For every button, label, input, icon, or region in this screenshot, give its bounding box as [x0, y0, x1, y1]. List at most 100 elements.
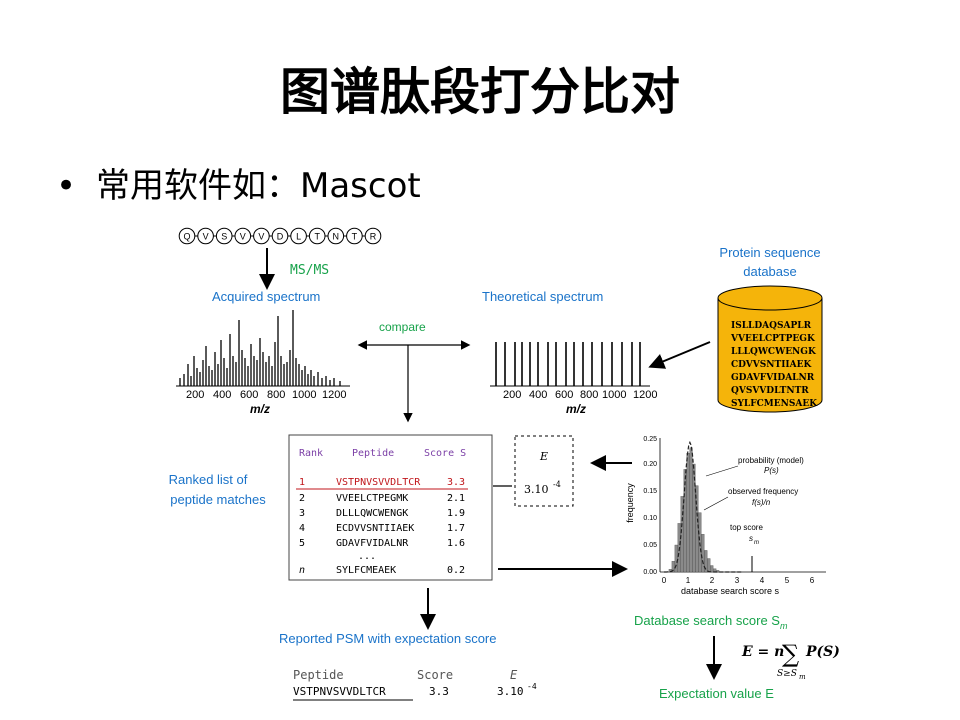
svg-text:P(s): P(s)	[764, 466, 779, 475]
svg-text:N: N	[333, 232, 340, 242]
svg-text:0.05: 0.05	[643, 542, 657, 549]
reported-psm-table: Peptide Score E VSTPNVSVVDLTCR 3.3 3.10 …	[293, 668, 537, 701]
svg-text:LLLQWCWENGK: LLLQWCWENGK	[731, 347, 817, 357]
residue-circle: V	[253, 227, 270, 245]
db-search-score-label: Database search score Sm	[634, 613, 788, 631]
table-row: 5 GDAVFVIDALNR 1.6	[299, 538, 465, 549]
reported-psm-label: Reported PSM with expectation score	[279, 631, 497, 646]
svg-text:200: 200	[186, 389, 204, 401]
ranked-label-line1: Ranked list of	[169, 472, 248, 487]
svg-text:R: R	[370, 232, 377, 242]
table-header-score: Score S	[424, 448, 466, 459]
residue-circle: Q	[178, 227, 196, 245]
svg-text:D: D	[277, 232, 284, 242]
residue-circle: L	[290, 227, 307, 245]
svg-text:1: 1	[686, 576, 691, 585]
svg-text:1.9: 1.9	[447, 508, 465, 519]
svg-text:ISLLDAQSAPLR: ISLLDAQSAPLR	[731, 321, 812, 331]
svg-text:3.3: 3.3	[447, 477, 465, 488]
bullet-item: • 常用软件如：Mascot	[56, 158, 421, 207]
protein-database-cylinder	[717, 285, 823, 413]
svg-text:1.6: 1.6	[447, 538, 465, 549]
svg-text:E = n: E = n	[741, 644, 784, 660]
svg-text:V: V	[203, 232, 209, 242]
table-row: 3 DLLLQWCWENGK 1.9	[299, 508, 465, 519]
db-label-line1: Protein sequence	[719, 245, 820, 260]
svg-text:E: E	[510, 668, 518, 682]
svg-text:GDAVFVIDALNR: GDAVFVIDALNR	[336, 538, 409, 549]
acquired-mz-ticks: 200 400 600 800 1000 1200	[186, 389, 346, 401]
svg-text:V: V	[258, 232, 264, 242]
svg-text:0.00: 0.00	[643, 569, 657, 576]
svg-text:CDVVSNTIIAEK: CDVVSNTIIAEK	[731, 360, 812, 370]
svg-text:200: 200	[503, 389, 521, 401]
svg-text:L: L	[296, 232, 301, 242]
svg-text:ECDVVSNTIIAEK: ECDVVSNTIIAEK	[336, 523, 414, 534]
table-header-peptide: Peptide	[352, 448, 394, 459]
bullet-dot: •	[56, 166, 77, 206]
svg-text:3.10: 3.10	[497, 685, 524, 698]
residue-circle: N	[327, 227, 345, 245]
svg-text:2.1: 2.1	[447, 493, 465, 504]
residue-circle: T	[308, 227, 326, 245]
svg-text:Q: Q	[183, 232, 190, 242]
svg-text:400: 400	[529, 389, 547, 401]
acquired-spectrum	[176, 310, 350, 387]
svg-text:800: 800	[267, 389, 285, 401]
svg-text:observed frequency: observed frequency	[728, 487, 798, 496]
svg-text:Peptide: Peptide	[293, 668, 344, 682]
svg-text:5: 5	[785, 576, 790, 585]
svg-text:0.10: 0.10	[643, 515, 657, 522]
svg-text:2: 2	[299, 493, 305, 504]
svg-text:Score: Score	[417, 668, 453, 682]
ranked-label-line2: peptide matches	[170, 492, 266, 507]
db-label-line2: database	[743, 264, 797, 279]
expectation-value-label: Expectation value E	[659, 686, 774, 701]
svg-text:2: 2	[710, 576, 715, 585]
table-row: 4 ECDVVSNTIIAEK 1.7	[299, 523, 465, 534]
svg-text:0.15: 0.15	[643, 488, 657, 495]
svg-text:P(S): P(S)	[805, 644, 840, 660]
svg-text:V: V	[240, 232, 246, 242]
table-header-rank: Rank	[299, 448, 323, 459]
compare-label: compare	[379, 320, 426, 334]
svg-text:800: 800	[580, 389, 598, 401]
svg-text:4: 4	[760, 576, 765, 585]
expectation-box: E 3.10 -4	[514, 435, 574, 507]
ranked-table: Rank Peptide Score S 1 VSTPNVSVVDLTCR 3.…	[288, 434, 493, 581]
svg-text:S: S	[221, 232, 227, 242]
svg-text:0: 0	[662, 576, 667, 585]
svg-text:DLLLQWCWENGK: DLLLQWCWENGK	[336, 508, 408, 519]
svg-text:GDAVFVIDALNR: GDAVFVIDALNR	[731, 373, 815, 383]
table-row: 1 VSTPNVSVVDLTCR 3.3	[299, 477, 465, 488]
svg-text:VVEELCTPEGMK: VVEELCTPEGMK	[336, 493, 408, 504]
svg-text:SYLFCMENSAEK: SYLFCMENSAEK	[731, 399, 818, 409]
db-sequence-list: ISLLDAQSAPLR VVEELCPTPEGK LLLQWCWENGK CD…	[730, 321, 818, 409]
svg-text:E: E	[539, 450, 548, 463]
svg-text:3.10: 3.10	[524, 483, 549, 496]
theoretical-mz-ticks: 200 400 600 800 1000 1200	[503, 389, 657, 401]
svg-text:-4: -4	[553, 480, 561, 489]
svg-text:0.25: 0.25	[643, 436, 657, 443]
expectation-formula: E = n ∑ P(S) S≥S m	[741, 640, 840, 681]
table-row: n SYLFCMEAEK 0.2	[299, 565, 465, 576]
svg-text:3.3: 3.3	[429, 685, 449, 698]
svg-text:T: T	[352, 232, 358, 242]
svg-text:∑: ∑	[782, 640, 799, 668]
svg-text:6: 6	[810, 576, 815, 585]
svg-text:1200: 1200	[322, 389, 346, 401]
svg-text:-4: -4	[527, 682, 537, 691]
svg-text:VVEELCPTPEGK: VVEELCPTPEGK	[730, 334, 816, 344]
svg-text:database search score s: database search score s	[681, 586, 780, 596]
svg-text:1.7: 1.7	[447, 523, 465, 534]
svg-text:top score: top score	[730, 523, 763, 532]
svg-text:m: m	[799, 673, 806, 681]
svg-text:probability (model): probability (model)	[738, 456, 804, 465]
svg-text:400: 400	[213, 389, 231, 401]
score-histogram: 0.00 0.05 0.10 0.15 0.20 0.25 0 1 2 3 4 …	[625, 436, 826, 596]
bullet-text: 常用软件如：Mascot	[96, 166, 421, 206]
svg-text:QVSVVDLTNTR: QVSVVDLTNTR	[731, 386, 809, 396]
svg-text:0.2: 0.2	[447, 565, 465, 576]
